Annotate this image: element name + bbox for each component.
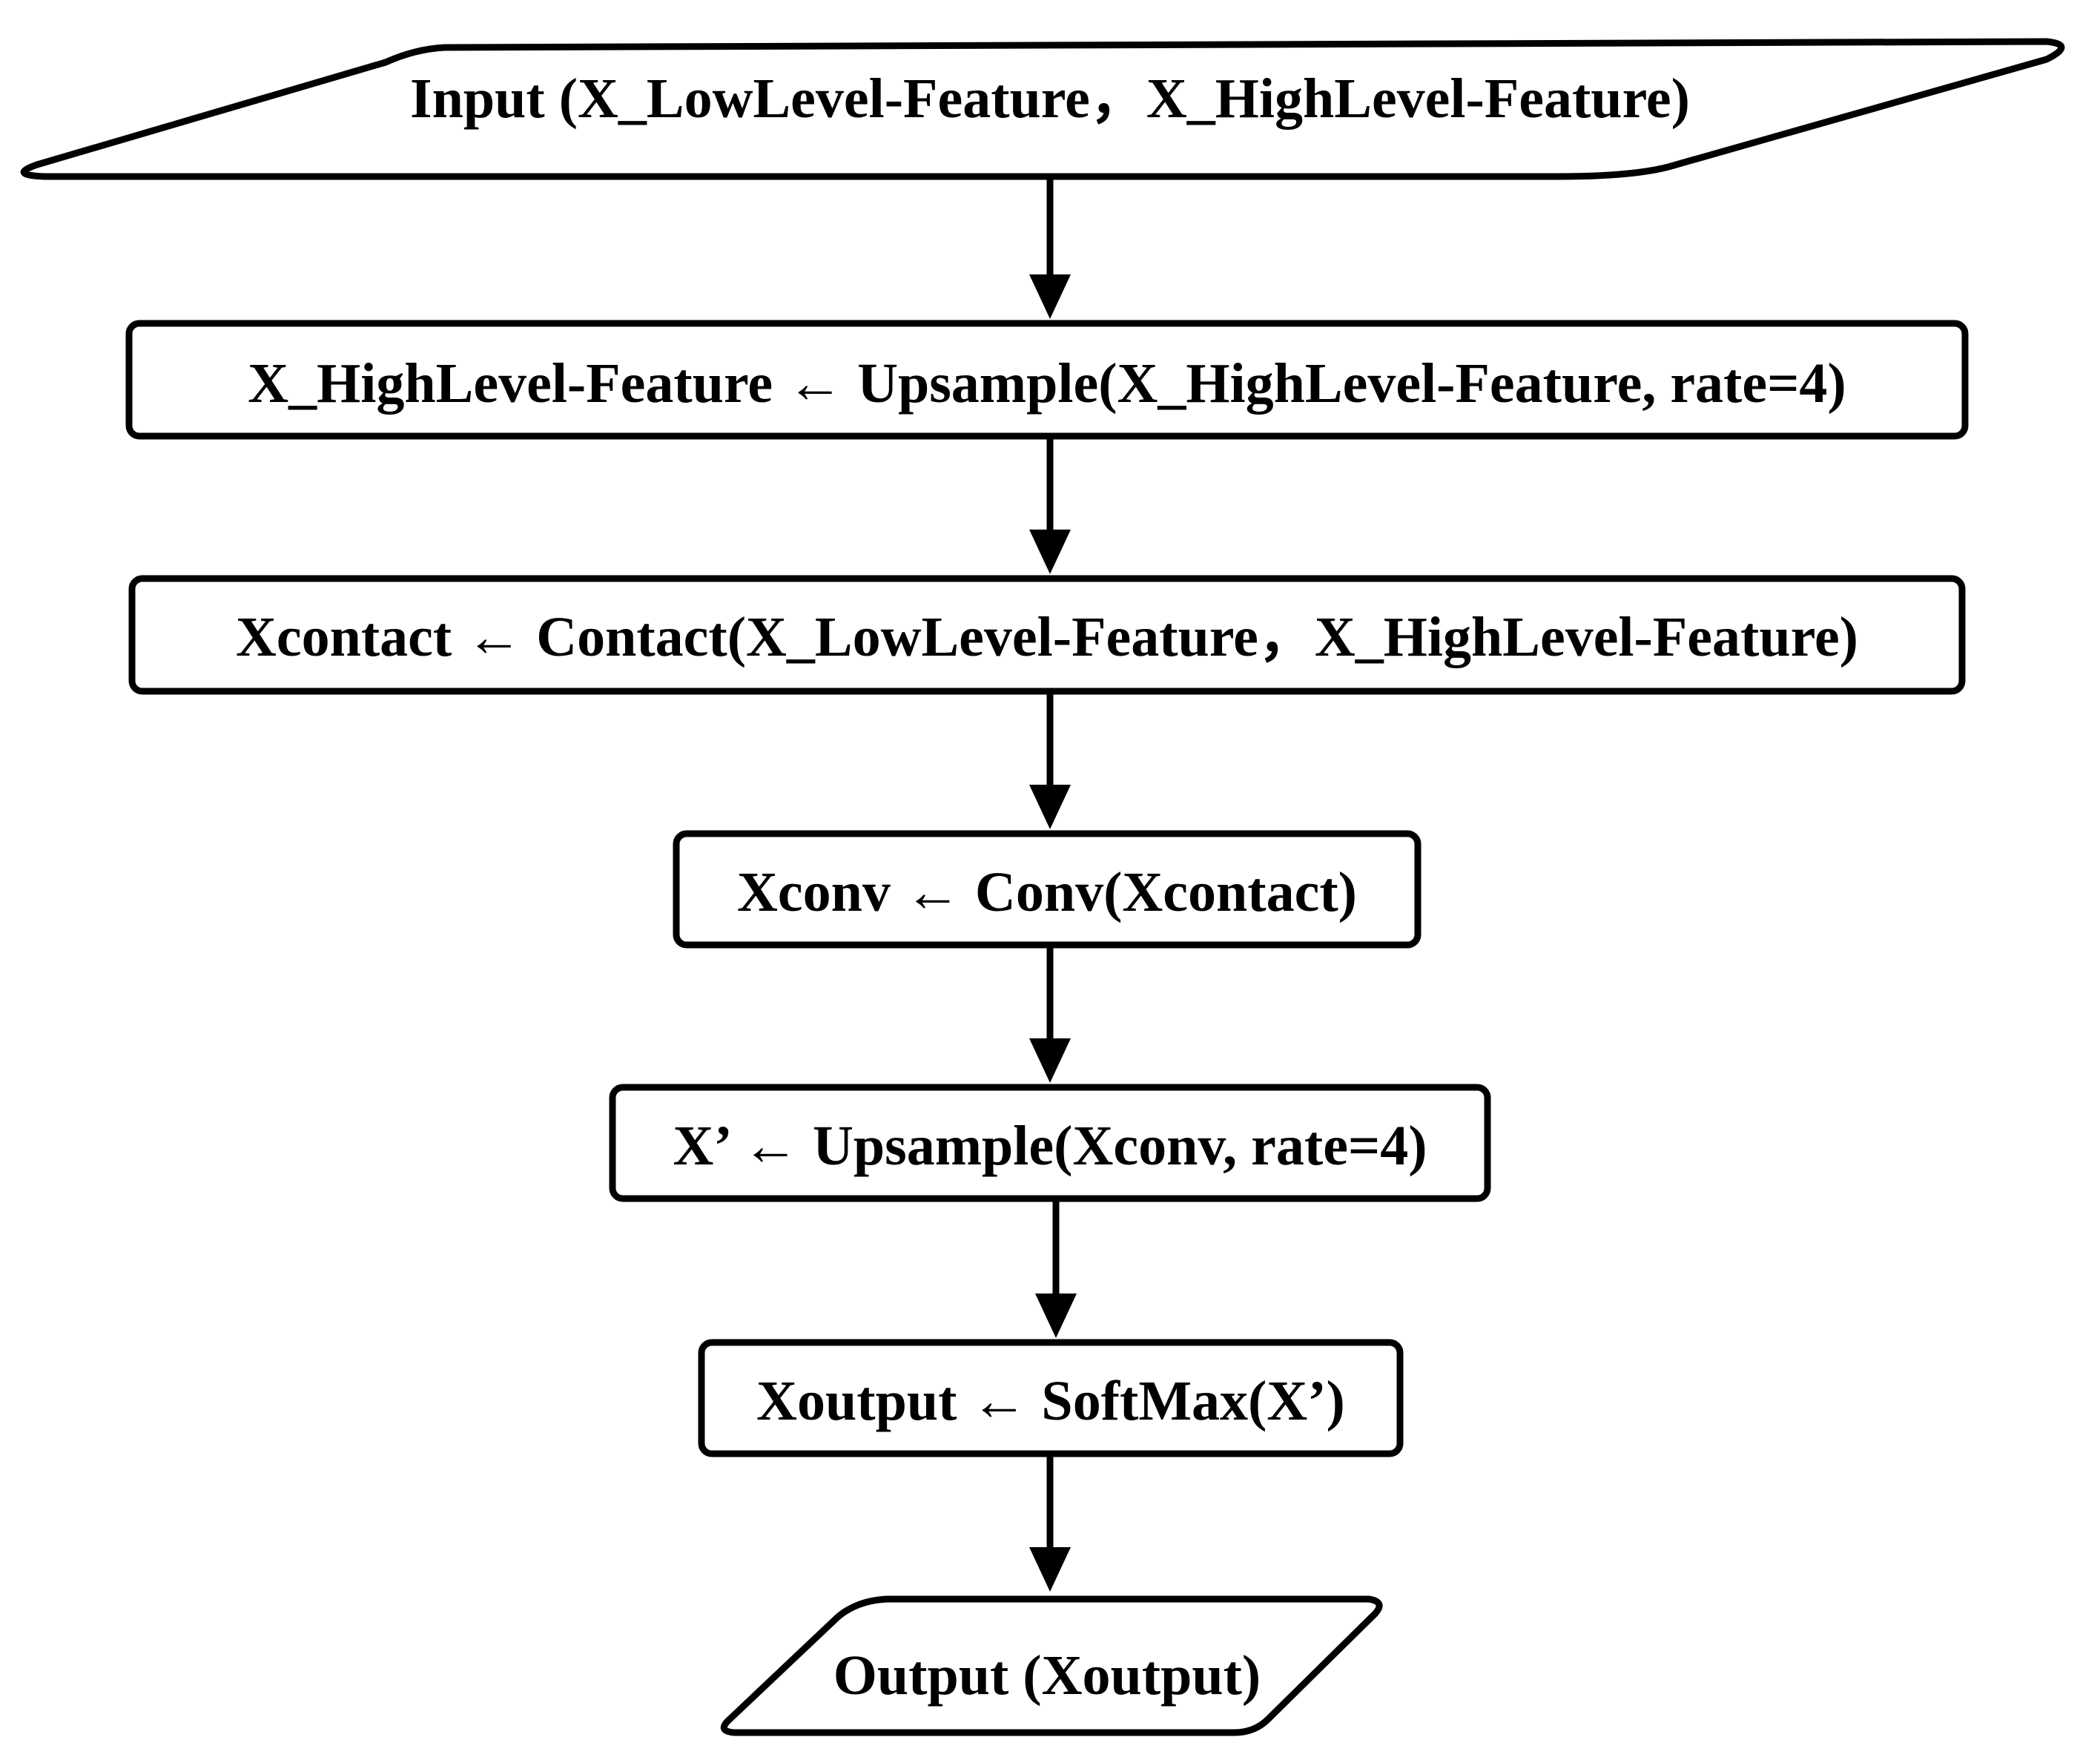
step-contact-label: Xcontact ← Contact(X_LowLevel-Feature，X_…: [236, 606, 1858, 668]
arrow-softmax-to-output: [1029, 1455, 1071, 1592]
step-upsample-high: X_HighLevel-Feature ← Upsample(X_HighLev…: [125, 320, 1969, 440]
step-upsample-conv-label: X’ ← Upsample(Xconv, rate=4): [673, 1115, 1427, 1177]
arrow-upsample-to-softmax: [1035, 1200, 1077, 1338]
input-label: Input (X_LowLevel-Feature，X_HighLevel-Fe…: [410, 67, 1690, 130]
arrow-head: [1029, 1038, 1071, 1083]
arrow-conv-to-upsample: [1029, 946, 1071, 1083]
arrow-upsample-to-contact: [1029, 438, 1071, 574]
output-parallelogram: [720, 1595, 1383, 1736]
arrow-head: [1029, 530, 1071, 574]
step-conv: Xconv ← Conv(Xcontact): [673, 830, 1422, 949]
step-conv-label: Xconv ← Conv(Xcontact): [737, 861, 1357, 923]
input-parallelogram: [20, 38, 2065, 180]
arrow-head: [1035, 1294, 1077, 1338]
arrow-input-to-upsample: [1029, 178, 1071, 319]
arrow-contact-to-conv: [1029, 693, 1071, 829]
output-node: Output (Xoutput): [720, 1595, 1383, 1736]
input-node: Input (X_LowLevel-Feature，X_HighLevel-Fe…: [20, 38, 2065, 180]
arrow-head: [1029, 1547, 1071, 1592]
step-contact-box: [128, 575, 1966, 695]
arrow-head: [1029, 785, 1071, 829]
step-softmax-label: Xoutput ← SoftMax(X’): [756, 1370, 1345, 1432]
step-upsample-conv: X’ ← Upsample(Xconv, rate=4): [609, 1084, 1491, 1202]
arrow-head: [1029, 274, 1071, 319]
output-label: Output (Xoutput): [833, 1644, 1261, 1707]
step-contact: Xcontact ← Contact(X_LowLevel-Feature，X_…: [128, 575, 1966, 695]
step-softmax-box: [698, 1339, 1404, 1457]
step-upsample-high-label: X_HighLevel-Feature ← Upsample(X_HighLev…: [248, 352, 1846, 415]
step-upsample-high-box: [125, 320, 1969, 440]
step-conv-box: [673, 830, 1422, 949]
step-upsample-conv-box: [609, 1084, 1491, 1202]
step-softmax: Xoutput ← SoftMax(X’): [698, 1339, 1404, 1457]
